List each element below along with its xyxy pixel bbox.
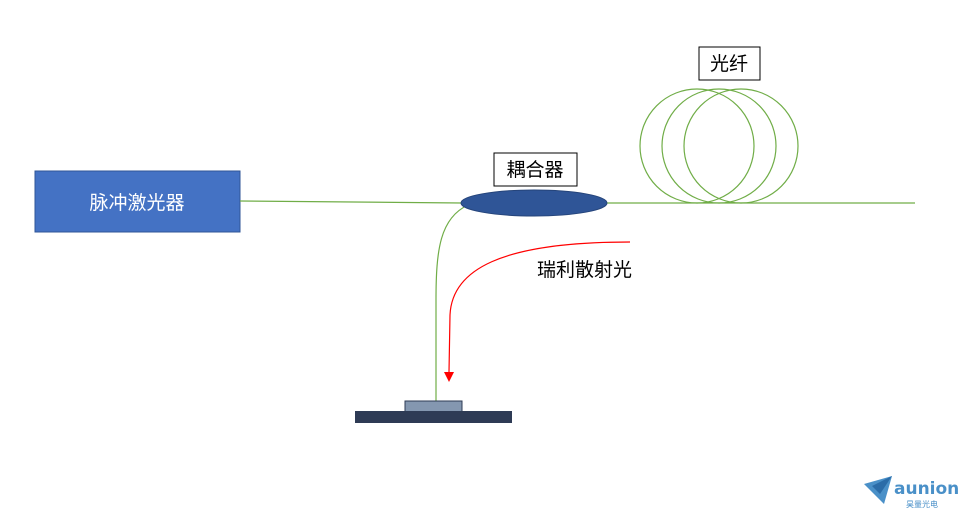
fiber-coil-loop-1 xyxy=(639,88,755,204)
fiber-coil xyxy=(639,88,799,204)
pulse-laser: 脉冲激光器 xyxy=(34,170,241,233)
fiber-coupler-to-detector xyxy=(435,204,469,401)
logo-name: aunion xyxy=(894,479,959,499)
paper-plane-icon xyxy=(864,476,892,504)
rayleigh-scatter-label: 瑞利散射光 xyxy=(537,259,632,281)
detector-sensor xyxy=(404,400,463,413)
fiber-label-box: 光纤 xyxy=(698,46,761,81)
coupler-ellipse xyxy=(460,189,608,217)
detector-base xyxy=(355,411,512,423)
photodetector xyxy=(355,400,512,423)
pulse-laser-label: 脉冲激光器 xyxy=(89,192,184,214)
fiber-coil-loop-2 xyxy=(661,88,777,204)
fiber-coil-loop-3 xyxy=(683,88,799,204)
fiber-label: 光纤 xyxy=(710,53,748,75)
coupler-label-box: 耦合器 xyxy=(493,152,578,187)
arrowhead-icon xyxy=(444,372,454,382)
aunion-logo: aunion 昊量光电 xyxy=(864,476,959,509)
logo-subtitle: 昊量光电 xyxy=(906,499,938,509)
coupler-label: 耦合器 xyxy=(506,159,563,181)
pulse-laser-box xyxy=(34,170,241,233)
rayleigh-scatter-arrow xyxy=(444,241,631,382)
fiber-laser-to-coupler xyxy=(239,200,463,204)
